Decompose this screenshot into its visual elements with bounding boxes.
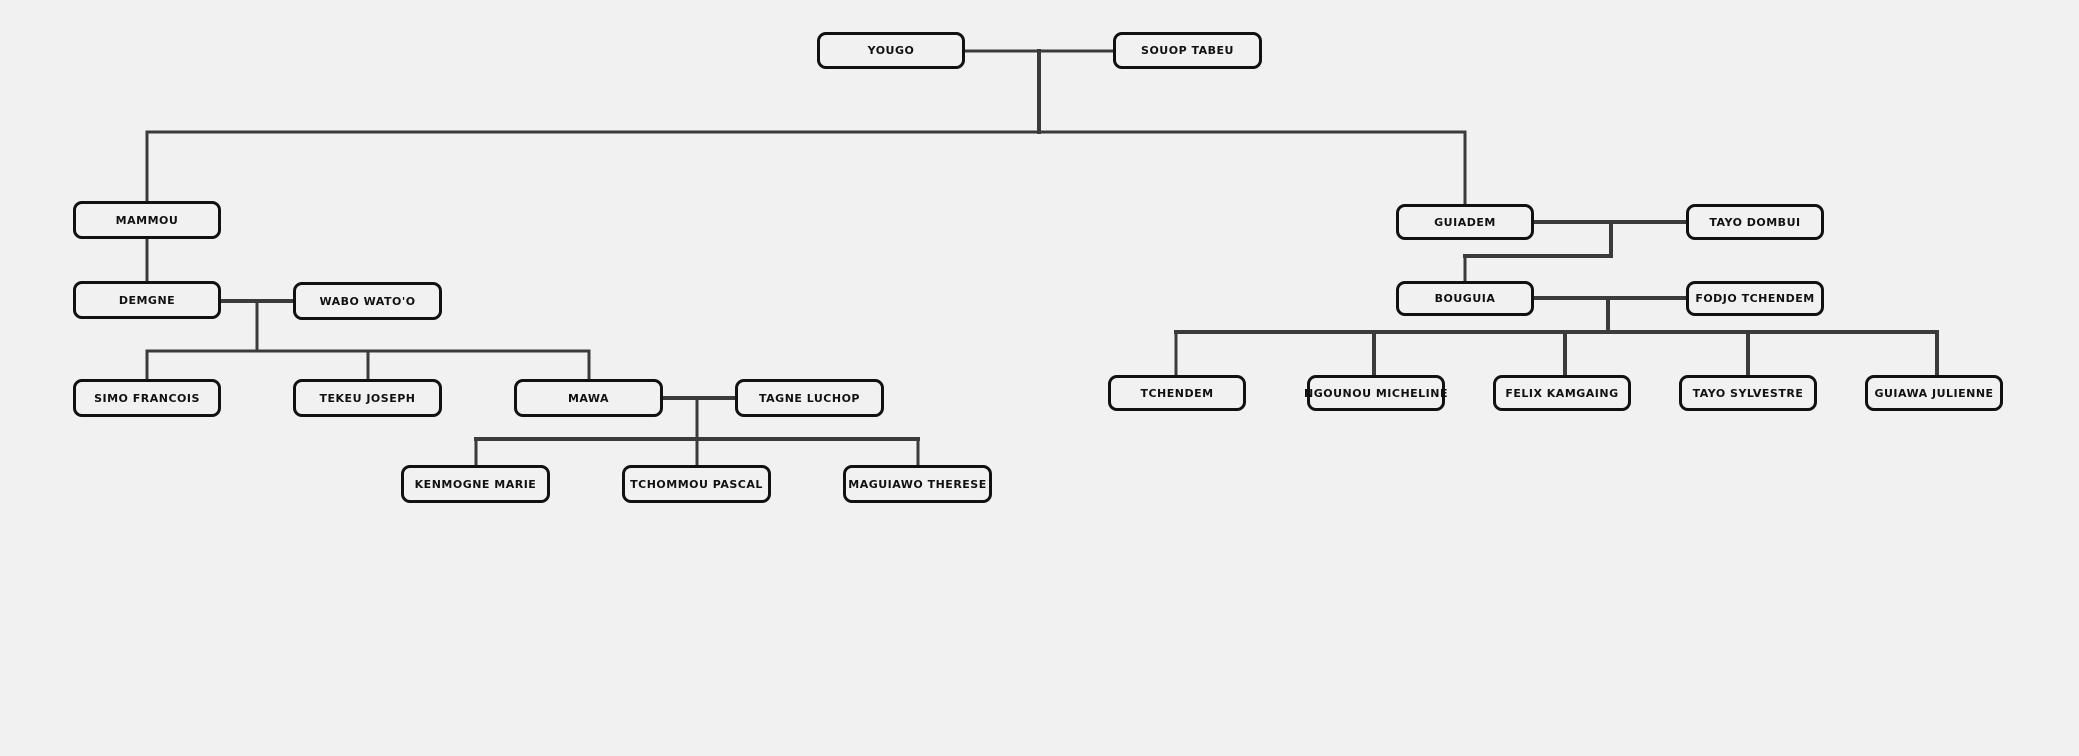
person-node-tayo-dombui[interactable]: TAYO DOMBUI <box>1686 204 1824 240</box>
person-name: TAYO SYLVESTRE <box>1692 386 1804 400</box>
person-name: NGOUNOU MICHELINE <box>1304 386 1448 400</box>
person-name: YOUGO <box>867 44 915 57</box>
person-node-maguiawo-therese[interactable]: MAGUIAWO THERESE <box>843 465 992 503</box>
person-node-souop-tabeu[interactable]: SOUOP TABEU <box>1113 32 1262 69</box>
person-name: TAGNE LUCHOP <box>759 391 860 405</box>
person-name: TEKEU JOSEPH <box>319 391 416 405</box>
person-name: TAYO DOMBUI <box>1709 215 1801 229</box>
person-name: MAWA <box>567 391 610 405</box>
person-node-felix-kamgaing[interactable]: FELIX KAMGAING <box>1493 375 1631 411</box>
person-node-wabo-watoo[interactable]: WABO WATO'O <box>293 282 442 320</box>
person-node-mammou[interactable]: MAMMOU <box>73 201 221 239</box>
person-name: SOUOP TABEU <box>1141 44 1234 57</box>
person-name: DEMGNE <box>118 293 176 307</box>
person-name: TCHENDEM <box>1140 386 1214 400</box>
person-name: GUIADEM <box>1434 215 1496 229</box>
person-node-kenmogne-marie[interactable]: KENMOGNE MARIE <box>401 465 550 503</box>
person-node-tayo-sylvestre[interactable]: TAYO SYLVESTRE <box>1679 375 1817 411</box>
person-node-tekeu-joseph[interactable]: TEKEU JOSEPH <box>293 379 442 417</box>
person-name: KENMOGNE MARIE <box>414 477 537 491</box>
person-name: WABO WATO'O <box>319 294 416 308</box>
person-node-guiawa-julienne[interactable]: GUIAWA JULIENNE <box>1865 375 2003 411</box>
person-node-tchommou-pascal[interactable]: TCHOMMOU PASCAL <box>622 465 771 503</box>
person-node-fodjo-tchendem[interactable]: FODJO TCHENDEM <box>1686 281 1824 316</box>
person-name: FELIX KAMGAING <box>1505 386 1619 400</box>
person-node-demgne[interactable]: DEMGNE <box>73 281 221 319</box>
person-node-simo-francois[interactable]: SIMO FRANCOIS <box>73 379 221 417</box>
person-name: MAGUIAWO THERESE <box>848 477 987 491</box>
person-name: TCHOMMOU PASCAL <box>630 477 763 491</box>
person-name: SIMO FRANCOIS <box>94 391 200 405</box>
person-name: MAMMOU <box>115 213 179 227</box>
person-name: FODJO TCHENDEM <box>1695 292 1815 305</box>
person-node-tagne-luchop[interactable]: TAGNE LUCHOP <box>735 379 884 417</box>
person-name: GUIAWA JULIENNE <box>1874 386 1994 400</box>
person-node-yougo[interactable]: YOUGO <box>817 32 965 69</box>
person-name: BOUGUIA <box>1434 292 1496 305</box>
person-node-bouguia[interactable]: BOUGUIA <box>1396 281 1534 316</box>
person-node-mawa[interactable]: MAWA <box>514 379 663 417</box>
person-node-tchendem[interactable]: TCHENDEM <box>1108 375 1246 411</box>
person-node-guiadem[interactable]: GUIADEM <box>1396 204 1534 240</box>
person-node-ngounou-micheline[interactable]: NGOUNOU MICHELINE <box>1304 375 1448 411</box>
